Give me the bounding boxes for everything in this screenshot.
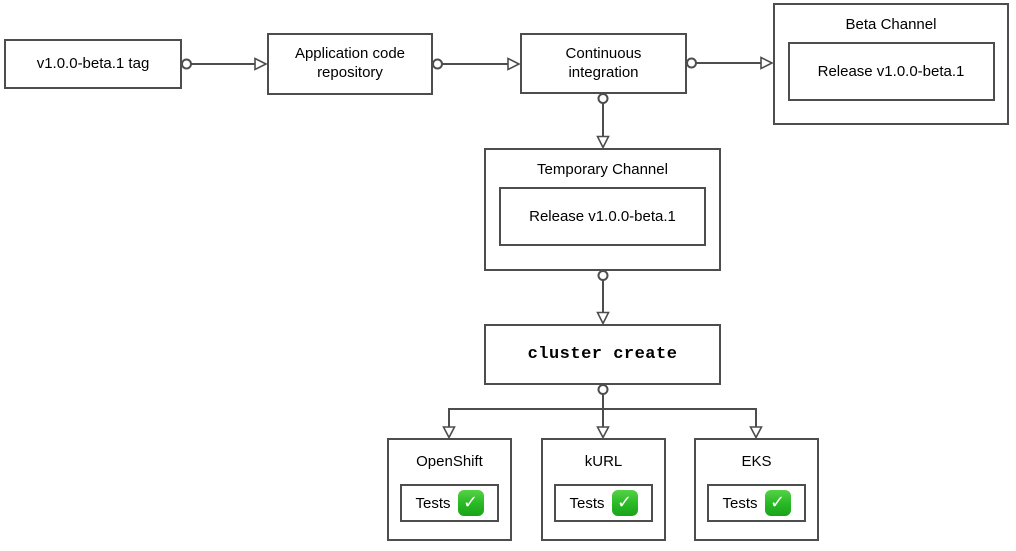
node-beta-channel: Beta Channel Release v1.0.0-beta.1 bbox=[773, 3, 1009, 125]
connector-ci-to-beta-channel bbox=[686, 56, 774, 70]
node-eks: EKS Tests ✓ bbox=[694, 438, 819, 541]
connector-ci-to-temporary-channel bbox=[596, 93, 610, 150]
connector-temporary-channel-to-cluster-create bbox=[596, 270, 610, 326]
openshift-tests-box: Tests ✓ bbox=[400, 484, 499, 522]
node-kurl: kURL Tests ✓ bbox=[541, 438, 666, 541]
node-cluster-create: cluster create bbox=[484, 324, 721, 385]
beta-channel-title: Beta Channel bbox=[845, 16, 937, 33]
connector-repository-to-ci bbox=[432, 57, 521, 71]
node-continuous-integration: Continuous integration bbox=[520, 33, 687, 94]
kurl-tests-box: Tests ✓ bbox=[554, 484, 653, 522]
openshift-title: OpenShift bbox=[416, 453, 483, 470]
tests-label: Tests bbox=[415, 494, 451, 512]
node-openshift: OpenShift Tests ✓ bbox=[387, 438, 512, 541]
check-mark-button-icon: ✓ bbox=[457, 490, 484, 516]
node-version-tag: v1.0.0-beta.1 tag bbox=[4, 39, 182, 89]
connector-cluster-create-to-clusters bbox=[442, 384, 763, 440]
eks-tests-box: Tests ✓ bbox=[707, 484, 806, 522]
kurl-title: kURL bbox=[584, 453, 623, 470]
tests-label: Tests bbox=[722, 494, 758, 512]
node-temporary-channel: Temporary Channel Release v1.0.0-beta.1 bbox=[484, 148, 721, 271]
beta-channel-release-box: Release v1.0.0-beta.1 bbox=[787, 42, 995, 101]
check-mark-button-icon: ✓ bbox=[611, 490, 638, 516]
tests-label: Tests bbox=[569, 494, 605, 512]
node-application-code-repository: Application code repository bbox=[267, 33, 433, 95]
check-mark-button-icon: ✓ bbox=[764, 490, 791, 516]
temporary-channel-release-box: Release v1.0.0-beta.1 bbox=[499, 187, 706, 246]
eks-title: EKS bbox=[741, 453, 772, 470]
connector-tag-to-repository bbox=[181, 57, 268, 71]
temporary-channel-title: Temporary Channel bbox=[537, 161, 668, 178]
